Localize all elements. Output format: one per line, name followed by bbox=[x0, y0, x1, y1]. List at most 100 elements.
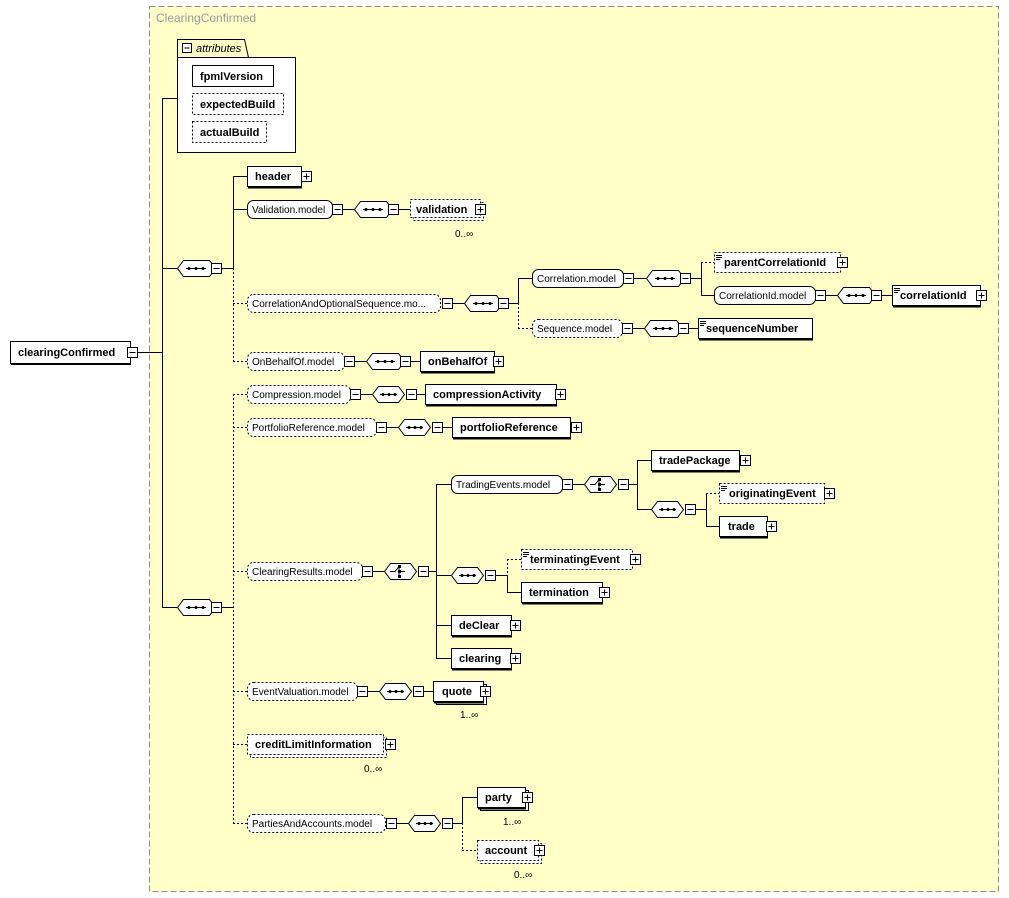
sequence-compositor-corr[interactable] bbox=[463, 295, 509, 312]
group-correlation-model[interactable]: Correlation.model bbox=[532, 269, 634, 288]
group-label: Compression.model bbox=[252, 390, 341, 401]
simple-type-icon bbox=[523, 552, 529, 557]
sequence-compositor-tradingEvents[interactable] bbox=[650, 501, 696, 518]
sequence-compositor-correlation-model[interactable] bbox=[645, 270, 691, 287]
group-partiesAndAccounts-model[interactable]: PartiesAndAccounts.model bbox=[247, 814, 397, 833]
cardinality: 0..∞ bbox=[455, 229, 473, 240]
root-element[interactable]: clearingConfirmed bbox=[10, 341, 138, 365]
choice-compositor-clearingResults[interactable] bbox=[383, 563, 429, 580]
element-label: deClear bbox=[459, 620, 500, 632]
cardinality: 1..∞ bbox=[503, 817, 521, 828]
collapse-icon[interactable] bbox=[127, 347, 138, 358]
cardinality: 1..∞ bbox=[460, 710, 478, 721]
sequence-compositor-eventValuation[interactable] bbox=[378, 683, 424, 700]
simple-type-icon bbox=[894, 288, 900, 293]
element-label: creditLimitInformation bbox=[255, 739, 372, 751]
element-label: compressionActivity bbox=[433, 389, 542, 401]
group-compression-model[interactable]: Compression.model bbox=[247, 385, 361, 404]
element-tradePackage[interactable]: tradePackage bbox=[651, 450, 751, 473]
group-portfolioReference-model[interactable]: PortfolioReference.model bbox=[247, 418, 387, 437]
element-label: parentCorrelationId bbox=[724, 257, 826, 269]
element-originatingEvent[interactable]: originatingEvent bbox=[719, 483, 835, 504]
element-termination[interactable]: termination bbox=[521, 582, 610, 605]
element-clearing[interactable]: clearing bbox=[451, 648, 521, 671]
element-onBehalfOf[interactable]: onBehalfOf bbox=[420, 351, 504, 374]
choice-compositor-tradingEvents[interactable] bbox=[583, 476, 629, 493]
group-label: EventValuation.model bbox=[252, 687, 349, 698]
simple-type-icon bbox=[721, 486, 727, 491]
sequence-compositor-partiesAndAccounts[interactable] bbox=[407, 815, 453, 832]
sequence-compositor-2[interactable] bbox=[176, 599, 222, 616]
element-account[interactable]: account 0..∞ bbox=[477, 840, 545, 882]
cardinality: 0..∞ bbox=[514, 870, 532, 881]
element-label: correlationId bbox=[900, 290, 967, 302]
group-label: Correlation.model bbox=[537, 274, 616, 285]
element-terminatingEvent[interactable]: terminatingEvent bbox=[521, 549, 641, 570]
sequence-compositor-correlationId[interactable] bbox=[836, 287, 882, 304]
element-label: trade bbox=[728, 521, 755, 533]
group-clearingResults-model[interactable]: ClearingResults.model bbox=[247, 562, 373, 581]
group-validation-model[interactable]: Validation.model bbox=[247, 200, 343, 219]
sequence-compositor-onBehalfOf[interactable] bbox=[365, 353, 411, 370]
element-header[interactable]: header bbox=[247, 166, 312, 189]
element-label: account bbox=[485, 845, 528, 857]
element-validation[interactable]: validation 0..∞ bbox=[410, 199, 486, 241]
group-label: CorrelationAndOptionalSequence.mo... bbox=[252, 299, 426, 310]
attributes-tab[interactable]: attributes bbox=[177, 39, 249, 58]
group-sequence-model[interactable]: Sequence.model bbox=[532, 319, 633, 338]
group-tradingEvents-model[interactable]: TradingEvents.model bbox=[451, 475, 573, 494]
element-trade[interactable]: trade bbox=[719, 516, 777, 539]
group-label: ClearingResults.model bbox=[252, 567, 353, 578]
element-label: terminatingEvent bbox=[530, 554, 620, 566]
connector-lines bbox=[137, 98, 892, 851]
element-portfolioReference[interactable]: portfolioReference bbox=[452, 417, 582, 440]
group-onBehalfOf-model[interactable]: OnBehalfOf.model bbox=[247, 352, 355, 371]
element-label: validation bbox=[416, 204, 468, 216]
sequence-compositor-termination[interactable] bbox=[450, 567, 496, 584]
expand-icon[interactable] bbox=[301, 171, 312, 182]
element-parentCorrelationId[interactable]: parentCorrelationId bbox=[714, 252, 848, 273]
element-label: sequenceNumber bbox=[706, 323, 799, 335]
element-label: originatingEvent bbox=[729, 488, 816, 500]
sequence-compositor-sequence-model[interactable] bbox=[643, 320, 689, 337]
element-label: header bbox=[255, 171, 292, 183]
sequence-compositor-portfolio[interactable] bbox=[397, 419, 443, 436]
element-party[interactable]: party 1..∞ bbox=[477, 787, 533, 829]
attribute-label: actualBuild bbox=[200, 127, 259, 139]
element-creditLimitInformation[interactable]: creditLimitInformation 0..∞ bbox=[247, 734, 396, 776]
group-label: Sequence.model bbox=[537, 324, 612, 335]
element-correlationId[interactable]: correlationId bbox=[892, 285, 987, 308]
attribute-label: fpmlVersion bbox=[200, 71, 263, 83]
element-label: tradePackage bbox=[659, 455, 731, 467]
group-label: OnBehalfOf.model bbox=[252, 357, 334, 368]
attribute-actualBuild[interactable]: actualBuild bbox=[192, 121, 267, 143]
element-label: clearing bbox=[459, 653, 501, 665]
sequence-compositor-compression[interactable] bbox=[371, 386, 417, 403]
attribute-expectedBuild[interactable]: expectedBuild bbox=[192, 93, 284, 115]
group-label: CorrelationId.model bbox=[719, 291, 806, 302]
attribute-fpmlVersion[interactable]: fpmlVersion bbox=[192, 65, 274, 87]
element-sequenceNumber[interactable]: sequenceNumber bbox=[698, 318, 814, 341]
simple-type-icon bbox=[716, 255, 722, 260]
group-correlation-optional-sequence-model[interactable]: CorrelationAndOptionalSequence.mo... bbox=[247, 294, 453, 313]
group-eventValuation-model[interactable]: EventValuation.model bbox=[247, 682, 368, 701]
group-label: TradingEvents.model bbox=[456, 480, 550, 491]
element-deClear[interactable]: deClear bbox=[451, 615, 521, 638]
group-label: PartiesAndAccounts.model bbox=[252, 819, 372, 830]
element-quote[interactable]: quote 1..∞ bbox=[433, 681, 491, 722]
root-label: clearingConfirmed bbox=[18, 347, 115, 359]
attribute-label: expectedBuild bbox=[200, 99, 275, 111]
element-label: party bbox=[485, 792, 513, 804]
sequence-compositor-validation[interactable] bbox=[353, 201, 399, 218]
sequence-compositor-1[interactable] bbox=[176, 260, 222, 277]
attributes-title: attributes bbox=[196, 43, 242, 55]
element-label: portfolioReference bbox=[460, 422, 558, 434]
element-label: termination bbox=[529, 587, 589, 599]
element-label: onBehalfOf bbox=[428, 356, 488, 368]
group-label: Validation.model bbox=[252, 205, 325, 216]
element-label: quote bbox=[442, 686, 472, 698]
element-compressionActivity[interactable]: compressionActivity bbox=[425, 384, 566, 407]
cardinality: 0..∞ bbox=[364, 764, 382, 775]
group-correlationId-model[interactable]: CorrelationId.model bbox=[714, 286, 826, 305]
